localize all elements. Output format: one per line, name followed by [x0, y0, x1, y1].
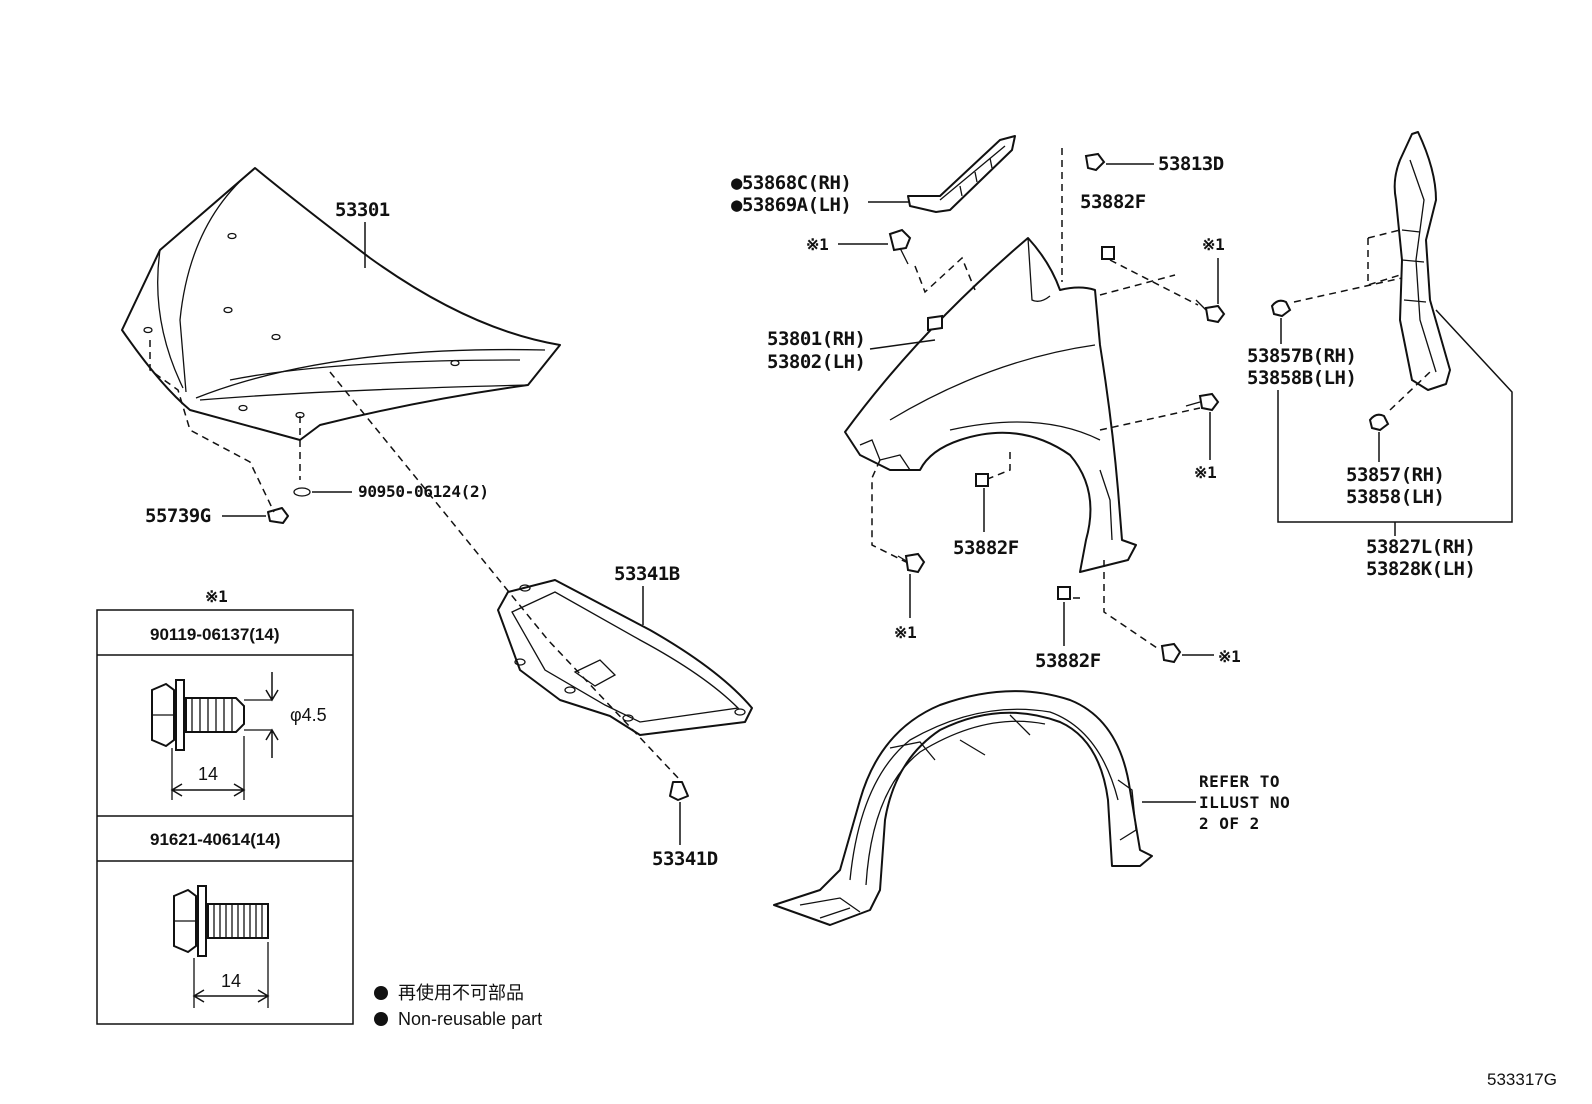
bolt1-drawing	[151, 672, 279, 800]
nut-icon-mid	[975, 473, 989, 487]
bolt-mark-2: ※1	[1202, 235, 1224, 254]
bolt-table: ※1 90119-06137(14) 91621-40614(14) φ4.5 …	[96, 587, 354, 1025]
fender-liner-drawing	[773, 690, 1153, 926]
bolt-icon-bottom-right	[1160, 642, 1182, 664]
non-reusable-bullet-icon-2	[374, 1012, 388, 1026]
bolt1-code: 90119-06137(14)	[150, 625, 280, 644]
bolt-mark-4: ※1	[894, 623, 916, 642]
side-seal-drawing	[1393, 131, 1451, 391]
nut-mid-label: 53882F	[953, 537, 1019, 559]
refer-note-line1: REFER TO	[1199, 772, 1280, 791]
nut-icon-low	[1057, 586, 1071, 600]
nut-top-label: 53882F	[1080, 191, 1146, 213]
hood-insulator-drawing	[497, 579, 753, 736]
non-reusable-bullet-icon	[374, 986, 388, 1000]
bolt-icon-top-left	[888, 228, 912, 265]
fender-lh-label: 53802(LH)	[767, 351, 865, 373]
bolt-mark-1: ※1	[806, 235, 828, 254]
fender-seal-drawing	[907, 135, 1016, 213]
fender-drawing	[844, 237, 1137, 573]
hood-clip-label: 90950-06124(2)	[358, 482, 489, 501]
nut-icon-top	[1101, 246, 1115, 260]
bolt-mark-5: ※1	[1218, 647, 1240, 666]
bolt-icon-right-top	[1195, 299, 1226, 324]
bolt-mark-3: ※1	[1194, 463, 1216, 482]
bolt2-length: 14	[221, 971, 241, 991]
fender-seal-rh-label: ●53868C(RH)	[731, 172, 851, 194]
refer-note-line2: ILLUST NO	[1199, 793, 1290, 812]
hood-clip-icon	[293, 487, 311, 497]
hood-label: 53301	[335, 199, 390, 221]
seal-clip-a-icon	[1270, 299, 1292, 318]
diagram-code: 533317G	[1487, 1070, 1557, 1089]
hood-drawing	[121, 167, 561, 441]
hood-cushion-icon	[267, 507, 289, 524]
side-seal-rh-label: 53827L(RH)	[1366, 536, 1475, 558]
hood-cushion-label: 55739G	[145, 505, 211, 527]
bolt-icon-right-mid	[1185, 392, 1220, 412]
fender-rh-label: 53801(RH)	[767, 328, 865, 350]
nut-low-label: 53882F	[1035, 650, 1101, 672]
seal-clip-b-icon	[1368, 413, 1390, 432]
legend-japanese: 再使用不可部品	[398, 983, 524, 1003]
bolt1-diameter: φ4.5	[290, 705, 327, 725]
upper-bolt-label: 53813D	[1158, 153, 1224, 175]
bolt2-code: 91621-40614(14)	[150, 830, 280, 849]
seal-clip-b-rh-label: 53857(RH)	[1346, 464, 1444, 486]
bolt-icon-bottom-left	[897, 552, 926, 574]
refer-note-line3: 2 OF 2	[1199, 814, 1260, 833]
bolt-table-mark: ※1	[205, 587, 227, 606]
legend: 再使用不可部品 Non-reusable part	[374, 983, 542, 1029]
fender-seal-lh-label: ●53869A(LH)	[731, 194, 851, 216]
hood-insulator-label: 53341B	[614, 563, 680, 585]
seal-clip-a-lh-label: 53858B(LH)	[1247, 367, 1356, 389]
side-seal-lh-label: 53828K(LH)	[1366, 558, 1475, 580]
seal-clip-a-rh-label: 53857B(RH)	[1247, 345, 1356, 367]
upper-bolt-icon	[1084, 152, 1106, 172]
bolt2-drawing	[173, 885, 270, 1008]
seal-clip-b-lh-label: 53858(LH)	[1346, 486, 1444, 508]
bolt1-length: 14	[198, 764, 218, 784]
insulator-clip-icon	[669, 781, 689, 801]
insulator-clip-label: 53341D	[652, 848, 718, 870]
legend-english: Non-reusable part	[398, 1009, 542, 1029]
